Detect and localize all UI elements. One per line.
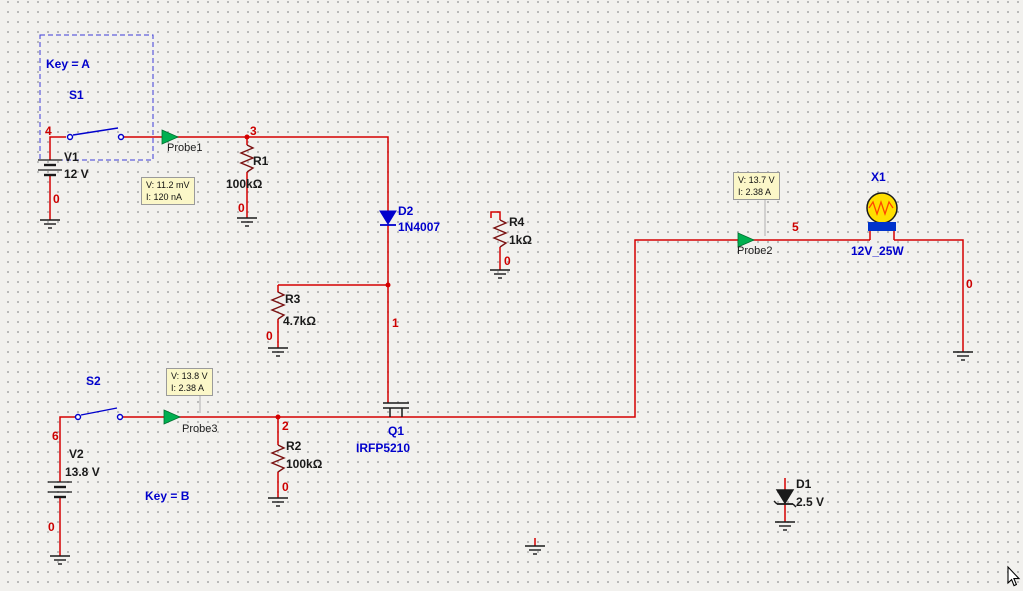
ground-lamp-icon — [953, 351, 973, 361]
probe3-current: I: 2.38 A — [171, 383, 205, 393]
r2-value-label[interactable]: 100kΩ — [286, 457, 323, 471]
zener-d1[interactable] — [773, 489, 797, 508]
probe2-current: I: 2.38 A — [738, 187, 772, 197]
s1-key-label[interactable]: Key = A — [46, 57, 90, 71]
wire-r4-top-hook — [490, 211, 501, 220]
diode-d2[interactable] — [379, 210, 397, 226]
net-label-3: 3 — [250, 124, 257, 138]
r1-refdes-label[interactable]: R1 — [253, 154, 269, 168]
lamp-x1[interactable] — [866, 192, 898, 231]
v2-refdes-label[interactable]: V2 — [69, 447, 84, 461]
probe3-readout: V: 13.8 V I: 2.38 A — [166, 368, 213, 396]
ground-v2-icon — [50, 555, 70, 565]
net-label-0-r2: 0 — [282, 480, 289, 494]
s2-refdes-label[interactable]: S2 — [86, 374, 101, 388]
net-label-5: 5 — [792, 220, 799, 234]
probe2-label[interactable]: Probe2 — [737, 245, 773, 257]
net-label-0-r3: 0 — [266, 329, 273, 343]
net-label-0-lamp: 0 — [966, 277, 973, 291]
resistor-r3[interactable] — [270, 291, 286, 320]
d1-refdes-label[interactable]: D1 — [796, 477, 812, 491]
ground-r4-icon — [490, 269, 510, 279]
net-label-0-v1: 0 — [53, 192, 60, 206]
d2-refdes-label[interactable]: D2 — [398, 204, 414, 218]
net-label-0-r1: 0 — [238, 201, 245, 215]
r3-value-label[interactable]: 4.7kΩ — [283, 314, 316, 328]
probe1-label[interactable]: Probe1 — [167, 142, 203, 154]
battery-v2[interactable] — [48, 481, 72, 499]
probe3-voltage: V: 13.8 V — [171, 371, 208, 381]
r4-value-label[interactable]: 1kΩ — [509, 233, 532, 247]
ground-r2-icon — [268, 497, 288, 507]
probe1-voltage: V: 11.2 mV — [146, 180, 190, 190]
ground-d1-icon — [775, 521, 795, 531]
ground-symbols[interactable] — [40, 217, 973, 565]
probe-connector-lines — [199, 198, 766, 413]
q1-value-label[interactable]: IRFP5210 — [356, 441, 411, 455]
net-label-2: 2 — [282, 419, 289, 433]
net-label-0-v2: 0 — [48, 520, 55, 534]
net-label-6: 6 — [52, 429, 59, 443]
mosfet-q1[interactable] — [383, 402, 409, 417]
probe-arrows — [161, 129, 755, 425]
ground-v1-icon — [40, 219, 60, 229]
s2-key-label[interactable]: Key = B — [145, 489, 190, 503]
lamp-filament-icon — [868, 199, 894, 217]
probe1-readout: V: 11.2 mV I: 120 nA — [141, 177, 195, 205]
s1-refdes-label[interactable]: S1 — [69, 88, 84, 102]
probe1-arrow-icon[interactable] — [161, 129, 179, 145]
x1-value-label[interactable]: 12V_25W — [851, 244, 904, 258]
r3-refdes-label[interactable]: R3 — [285, 292, 301, 306]
q1-refdes-label[interactable]: Q1 — [388, 424, 405, 438]
battery-v1[interactable] — [38, 159, 62, 177]
probe1-current: I: 120 nA — [146, 192, 183, 202]
ground-r1-icon — [237, 217, 257, 227]
r4-refdes-label[interactable]: R4 — [509, 215, 525, 229]
r2-refdes-label[interactable]: R2 — [286, 439, 302, 453]
v1-value-label[interactable]: 12 V — [64, 167, 89, 181]
wire-s2-to-lamp — [123, 239, 870, 418]
probe2-readout: V: 13.7 V I: 2.38 A — [733, 172, 780, 200]
wire-lamp-to-ground — [894, 239, 964, 352]
wire-s1-to-d2 — [124, 136, 389, 211]
ground-center-icon — [525, 545, 545, 555]
junction-dots — [244, 134, 391, 420]
resistor-r2[interactable] — [270, 444, 286, 473]
d2-value-label[interactable]: 1N4007 — [398, 220, 441, 234]
v2-value-label[interactable]: 13.8 V — [65, 465, 100, 479]
net-label-0-r4: 0 — [504, 254, 511, 268]
resistor-r1[interactable] — [239, 144, 255, 173]
d1-value-label[interactable]: 2.5 V — [796, 495, 825, 509]
net-label-4: 4 — [45, 124, 52, 138]
x1-refdes-label[interactable]: X1 — [871, 170, 886, 184]
probe2-arrow-icon[interactable] — [737, 232, 755, 248]
resistor-r4[interactable] — [492, 219, 508, 248]
mouse-cursor-icon — [1007, 565, 1021, 587]
net-label-1: 1 — [392, 316, 399, 330]
wire-v1-to-s1 — [49, 136, 66, 160]
ground-r3-icon — [268, 347, 288, 357]
selection-box-s1 — [39, 34, 154, 161]
probe3-label[interactable]: Probe3 — [182, 423, 218, 435]
switch-s1[interactable] — [66, 127, 125, 141]
r1-value-label[interactable]: 100kΩ — [226, 177, 263, 191]
switch-s2[interactable] — [74, 407, 124, 421]
v1-refdes-label[interactable]: V1 — [64, 150, 79, 164]
lamp-base — [868, 222, 896, 231]
probe3-arrow-icon[interactable] — [163, 409, 181, 425]
probe2-voltage: V: 13.7 V — [738, 175, 775, 185]
wire-v2-to-s2 — [59, 416, 75, 482]
